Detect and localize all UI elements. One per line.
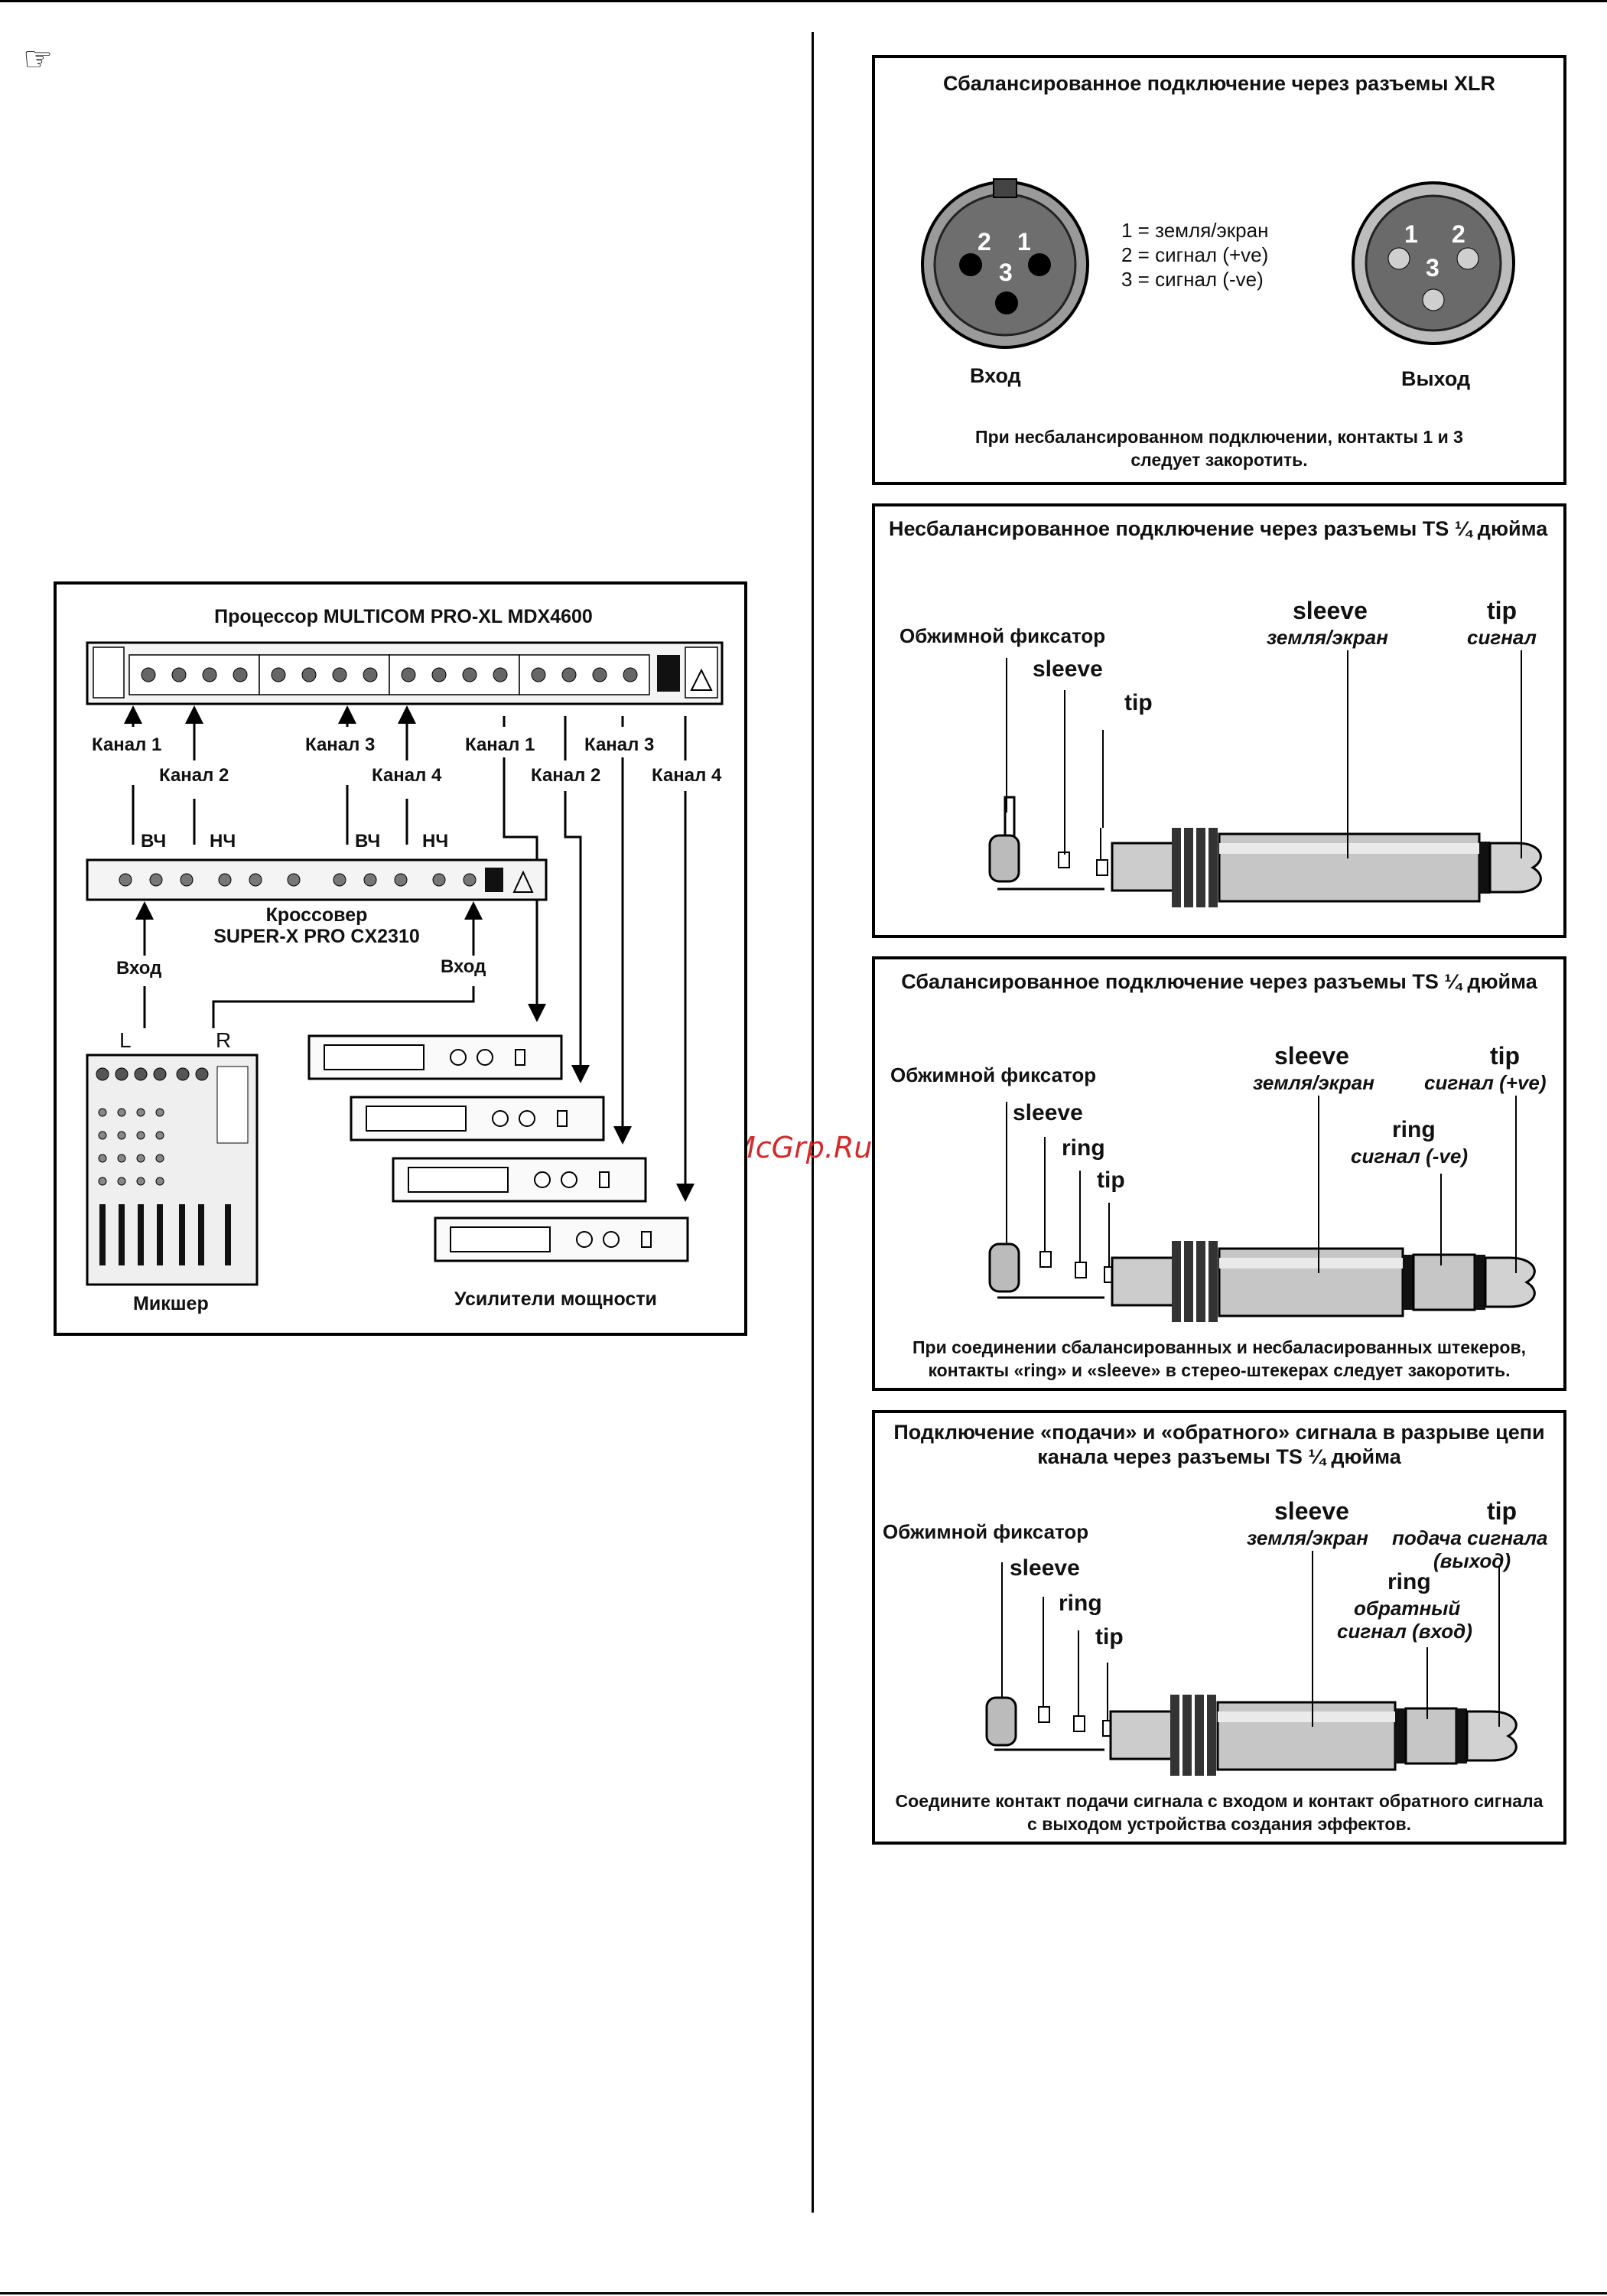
lf-label-2: НЧ — [422, 831, 449, 852]
xlr-male-icon — [1352, 181, 1515, 345]
xlr-pin-in-3: 3 — [999, 259, 1013, 286]
insert-tip-desc-1: подача сигнала — [1392, 1526, 1548, 1549]
ts-tip-label: tip — [1124, 690, 1153, 715]
amplifier-units — [307, 1034, 689, 1262]
insert-ring-desc-2: сигнал (вход) — [1337, 1620, 1472, 1643]
trs-balanced-panel: Сбалансированное подключение через разъе… — [872, 956, 1566, 1391]
insert-tip-big-label: tip — [1487, 1497, 1518, 1525]
ts-tip-big-label: tip — [1487, 597, 1518, 624]
insert-plug-icon — [985, 1695, 1518, 1776]
insert-ring-big-label: ring — [1387, 1569, 1431, 1594]
insert-panel: Подключение «подачи» и «обратного» сигна… — [872, 1410, 1566, 1845]
trs-title: Сбалансированное подключение через разъе… — [901, 970, 1537, 993]
watermark: McGrp.Ru — [730, 1131, 873, 1164]
hf-label-2: ВЧ — [355, 831, 381, 852]
trs-tip-big-label: tip — [1490, 1042, 1521, 1070]
xlr-pin-out-3: 3 — [1426, 254, 1439, 282]
system-diagram: Процессор MULTICOM PRO-XL MDX4600 Канал … — [54, 581, 747, 1336]
crossover-label-2: SUPER-X PRO CX2310 — [213, 926, 420, 947]
top-rule — [0, 0, 1607, 2]
xlr-legend-2: 2 = сигнал (+ve) — [1121, 243, 1269, 266]
trs-sleeve-desc: земля/экран — [1253, 1071, 1374, 1094]
channel-in-3: Канал 3 — [305, 734, 376, 755]
ts-unbalanced-panel: Несбалансированное подключение через раз… — [872, 503, 1566, 938]
lf-label-1: НЧ — [210, 831, 236, 852]
insert-title-2: канала через разъемы TS ¼ дюйма — [1037, 1445, 1401, 1468]
ts-plug-drawing — [988, 650, 1542, 907]
system-diagram-drawing — [86, 641, 724, 1286]
xlr-pin-in-2: 2 — [978, 228, 991, 256]
xlr-pin-out-1: 1 — [1404, 220, 1418, 248]
channel-out-1: Канал 1 — [465, 734, 535, 755]
crossover-label-1: Кроссовер — [265, 904, 368, 926]
insert-ring-label: ring — [1059, 1591, 1102, 1616]
trs-ring-label: ring — [1062, 1135, 1105, 1161]
channel-in-2: Канал 2 — [159, 765, 229, 786]
trs-clamp-label: Обжимной фиксатор — [890, 1063, 1097, 1086]
hf-label-1: ВЧ — [141, 831, 167, 852]
channel-in-4: Канал 4 — [372, 765, 442, 786]
ts-sleeve-label: sleeve — [1033, 656, 1103, 682]
xlr-female-icon — [921, 178, 1089, 349]
ts-plug-icon — [988, 796, 1542, 907]
insert-sleeve-label: sleeve — [1010, 1555, 1080, 1581]
channel-out-2: Канал 2 — [531, 765, 601, 786]
left-channel-label: L — [119, 1028, 132, 1052]
insert-tip-label: tip — [1095, 1624, 1124, 1650]
xlr-connectors-drawing — [921, 178, 1515, 349]
xlr-note-2: следует закоротить. — [1130, 450, 1308, 470]
trs-tip-label: tip — [1097, 1168, 1125, 1193]
ts-tip-desc: сигнал — [1467, 626, 1537, 649]
ts-title: Несбалансированное подключение через раз… — [889, 517, 1548, 540]
column-divider — [812, 32, 814, 2213]
mixer-unit — [86, 1054, 259, 1286]
insert-clamp-label: Обжимной фиксатор — [883, 1520, 1089, 1543]
input-label-left: Вход — [116, 958, 162, 979]
trs-note-2: контакты «ring» и «sleeve» в стерео-штек… — [928, 1360, 1511, 1380]
processor-title: Процессор MULTICOM PRO-XL MDX4600 — [214, 606, 593, 627]
trs-plug-drawing — [988, 1096, 1536, 1322]
xlr-input-label: Вход — [970, 364, 1021, 387]
trs-ring-desc: сигнал (-ve) — [1351, 1145, 1468, 1168]
bottom-rule — [0, 2292, 1607, 2294]
insert-title-1: Подключение «подачи» и «обратного» сигна… — [893, 1421, 1545, 1444]
trs-sleeve-label: sleeve — [1013, 1100, 1083, 1125]
insert-ring-desc-1: обратный — [1354, 1597, 1461, 1620]
insert-plug-drawing — [985, 1551, 1518, 1776]
xlr-note-1: При несбалансированном подключении, конт… — [975, 427, 1463, 447]
xlr-title: Сбалансированное подключение через разъе… — [942, 72, 1496, 95]
ts-clamp-label: Обжимной фиксатор — [899, 624, 1106, 647]
trs-plug-icon — [988, 1241, 1536, 1322]
channel-in-1: Канал 1 — [92, 734, 162, 755]
insert-tip-desc-2: (выход) — [1433, 1549, 1511, 1572]
crossover-unit — [86, 858, 548, 901]
xlr-pin-in-1: 1 — [1017, 228, 1031, 256]
xlr-output-label: Выход — [1401, 367, 1471, 390]
xlr-pin-out-2: 2 — [1452, 220, 1465, 248]
ts-sleeve-desc: земля/экран — [1267, 626, 1388, 649]
xlr-legend-3: 3 = сигнал (-ve) — [1121, 268, 1264, 291]
xlr-legend-1: 1 = земля/экран — [1121, 219, 1269, 242]
insert-note-2: с выходом устройства создания эффектов. — [1027, 1814, 1411, 1834]
insert-sleeve-big-label: sleeve — [1274, 1497, 1349, 1525]
input-label-right: Вход — [441, 956, 486, 977]
pointing-hand-icon: ☞ — [23, 40, 54, 79]
channel-out-4: Канал 4 — [652, 765, 722, 786]
processor-unit — [86, 641, 724, 705]
amps-label: Усилители мощности — [454, 1288, 657, 1310]
insert-sleeve-desc: земля/экран — [1247, 1526, 1368, 1549]
mixer-label: Микшер — [133, 1293, 209, 1314]
trs-note-1: При соединении сбалансированных и несбал… — [912, 1337, 1526, 1357]
ts-sleeve-big-label: sleeve — [1293, 597, 1368, 624]
right-channel-label: R — [216, 1028, 232, 1052]
trs-ring-big-label: ring — [1392, 1117, 1436, 1142]
insert-note-1: Соедините контакт подачи сигнала с входо… — [895, 1791, 1544, 1811]
channel-out-3: Канал 3 — [584, 734, 655, 755]
xlr-panel: Сбалансированное подключение через разъе… — [872, 55, 1566, 485]
trs-sleeve-big-label: sleeve — [1274, 1042, 1349, 1070]
trs-tip-desc: сигнал (+ve) — [1424, 1071, 1547, 1094]
